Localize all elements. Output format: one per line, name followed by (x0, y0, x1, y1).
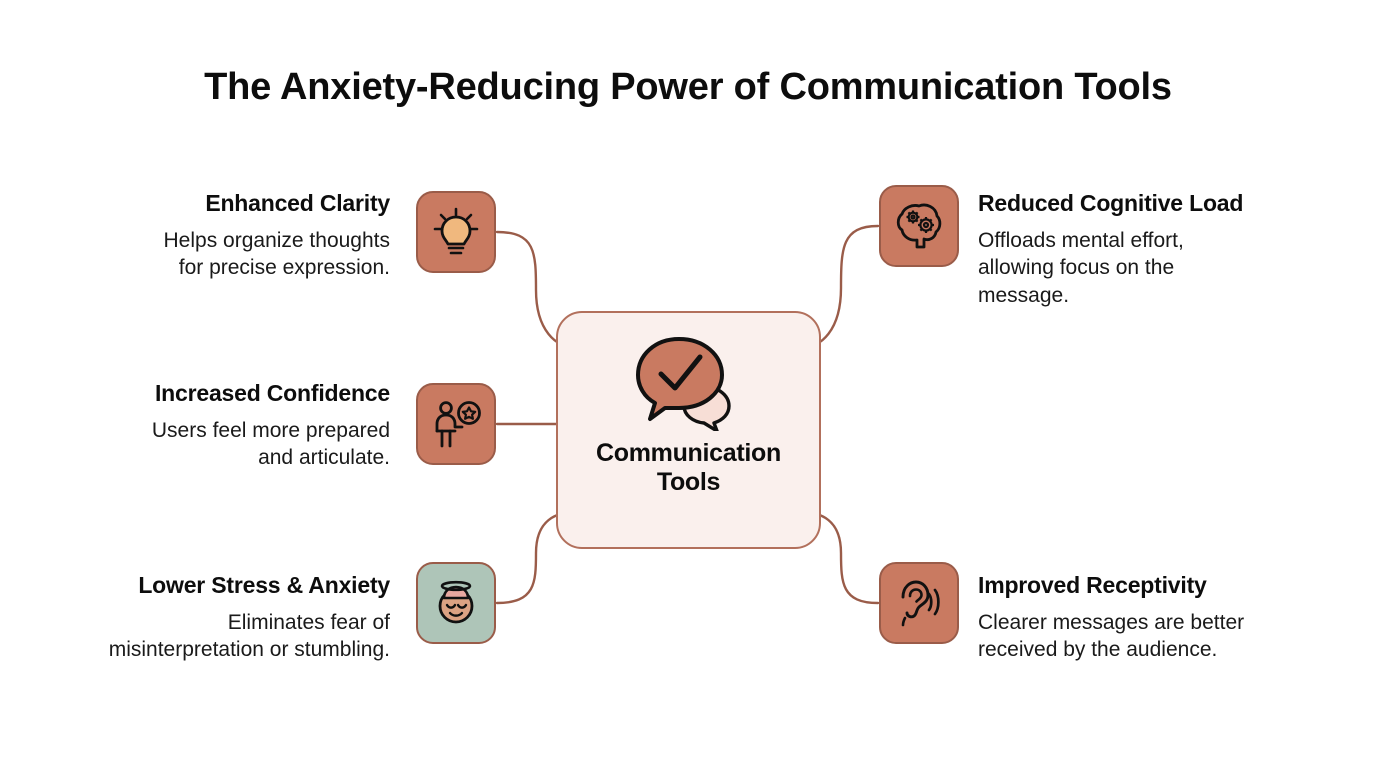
brain-gears-icon (896, 203, 942, 249)
branch-desc-line: received by the audience. (978, 638, 1218, 662)
branch-desc-line: Eliminates fear of (227, 610, 390, 634)
branch-description: Eliminates fear of misinterpretation or … (0, 609, 390, 664)
branch-desc-line: Users feel more prepared (151, 418, 390, 442)
center-label-line1: Communication (596, 439, 781, 467)
branch-description: Helps organize thoughts for precise expr… (0, 227, 390, 282)
branch-desc-line: misinterpretation or stumbling. (108, 638, 390, 662)
branch-description: Clearer messages are better received by … (978, 609, 1376, 664)
branch-desc-line: for precise expression. (178, 256, 390, 280)
branch-description: Users feel more prepared and articulate. (0, 417, 390, 472)
branch-desc-line: Helps organize thoughts (163, 228, 390, 252)
icon-tile-receptivity[interactable] (879, 562, 959, 644)
speech-bubble-check-icon (635, 337, 731, 431)
branch-enhanced-clarity: Enhanced Clarity Helps organize thoughts… (0, 190, 391, 282)
branch-title: Reduced Cognitive Load (978, 190, 1244, 216)
icon-tile-clarity[interactable] (416, 191, 496, 273)
center-label-line2: Tools (656, 468, 721, 497)
lightbulb-icon (433, 207, 479, 255)
branch-title: Increased Confidence (154, 380, 390, 406)
branch-title: Improved Receptivity (978, 572, 1207, 598)
branch-description: Offloads mental effort, allowing focus o… (978, 227, 1376, 310)
branch-increased-confidence: Increased Confidence Users feel more pre… (0, 380, 390, 472)
center-node-label: Communication Tools (596, 439, 781, 498)
branch-title: Lower Stress & Anxiety (138, 572, 390, 598)
person-star-badge-icon (435, 401, 481, 448)
calm-face-halo-icon (438, 580, 474, 624)
ear-soundwaves-icon (901, 580, 940, 627)
icon-tile-stress[interactable] (416, 562, 496, 644)
icon-tile-cognitive[interactable] (879, 185, 959, 267)
branch-desc-line: and articulate. (258, 446, 390, 470)
branch-desc-line: Offloads mental effort, (978, 228, 1184, 252)
branch-lower-stress-anxiety: Lower Stress & Anxiety Eliminates fear o… (0, 572, 390, 664)
branch-desc-line: allowing focus on the (978, 256, 1175, 280)
branch-desc-line: Clearer messages are better (978, 610, 1245, 634)
page-title: The Anxiety-Reducing Power of Communicat… (204, 66, 1172, 108)
branch-desc-line: message. (978, 284, 1070, 308)
branch-title: Enhanced Clarity (205, 190, 390, 216)
center-node[interactable]: Communication Tools (556, 311, 821, 549)
branch-reduced-cognitive-load: Reduced Cognitive Load Offloads mental e… (978, 190, 1376, 310)
icon-tile-confidence[interactable] (416, 383, 496, 465)
branch-improved-receptivity: Improved Receptivity Clearer messages ar… (978, 572, 1376, 664)
